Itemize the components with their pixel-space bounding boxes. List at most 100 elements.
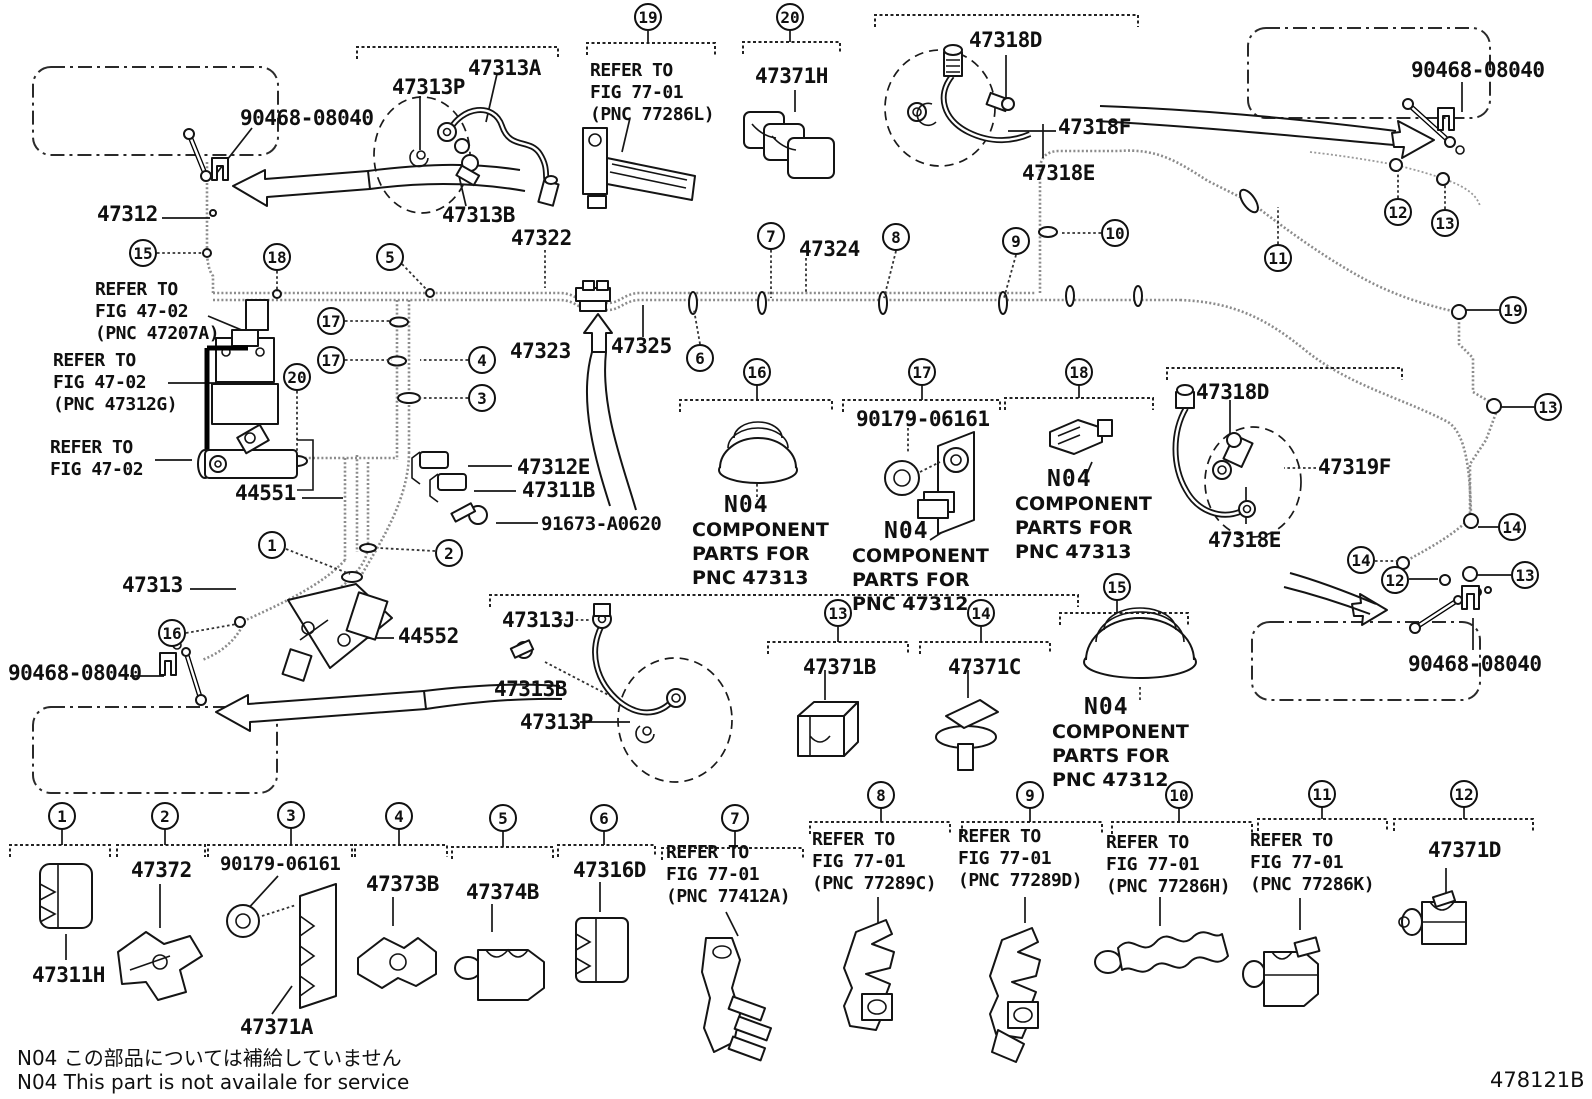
part-label-47311B-18: 47311B bbox=[522, 478, 595, 502]
callout-10-35[interactable]: 10 bbox=[1165, 781, 1193, 809]
part-sketch-pnc77289d bbox=[989, 927, 1041, 1063]
refer-fig77-01-pnc77289d-line-0: REFER TO bbox=[958, 826, 1041, 847]
refer-fig47-02-pnc47207a-line-1: FIG 47-02 bbox=[95, 301, 189, 322]
callout-14-31[interactable]: 14 bbox=[967, 599, 995, 627]
callout-17-13[interactable]: 17 bbox=[317, 346, 345, 374]
refer-fig47-02-pnc47312g-line-0: REFER TO bbox=[53, 350, 136, 371]
n04-component-pnc47312-b-line-1: COMPONENT bbox=[1052, 721, 1189, 743]
n04-component-pnc47313-a-line-2: PARTS FOR bbox=[692, 543, 810, 565]
callout-1-38[interactable]: 1 bbox=[48, 802, 76, 830]
callout-12-27[interactable]: 12 bbox=[1381, 566, 1409, 594]
refer-fig77-01-pnc77289d-line-2: (PNC 77289D) bbox=[958, 870, 1083, 891]
n04-component-pnc47313-a-line-1: COMPONENT bbox=[692, 519, 829, 541]
callout-11-9[interactable]: 11 bbox=[1264, 244, 1292, 272]
part-sketch-pnc77412a bbox=[701, 937, 773, 1062]
callout-17-12[interactable]: 17 bbox=[317, 307, 345, 335]
part-sketches bbox=[39, 44, 1480, 1063]
callout-16-29[interactable]: 16 bbox=[158, 619, 186, 647]
refer-fig77-01-pnc77286k-line-2: (PNC 77286K) bbox=[1250, 874, 1375, 895]
part-sketch-dome-16 bbox=[718, 421, 798, 484]
part-label-47324-11: 47324 bbox=[799, 237, 860, 261]
part-label-47371H-12: 47371H bbox=[755, 64, 828, 88]
callout-7-44[interactable]: 7 bbox=[721, 804, 749, 832]
callout-12-10[interactable]: 12 bbox=[1384, 198, 1412, 226]
part-sketch-47311h bbox=[39, 863, 93, 929]
callout-5-2[interactable]: 5 bbox=[376, 243, 404, 271]
arrow-left-bottom-icon bbox=[215, 690, 427, 732]
callout-20-4[interactable]: 20 bbox=[776, 3, 804, 31]
callout-13-28[interactable]: 13 bbox=[1511, 561, 1539, 589]
callout-19-3[interactable]: 19 bbox=[634, 3, 662, 31]
callout-9-34[interactable]: 9 bbox=[1016, 781, 1044, 809]
callout-6-17[interactable]: 6 bbox=[686, 344, 714, 372]
callout-6-43[interactable]: 6 bbox=[590, 804, 618, 832]
callout-15-32[interactable]: 15 bbox=[1103, 573, 1131, 601]
part-label-47371B-28: 47371B bbox=[803, 655, 876, 679]
part-label-47318E-23: 47318E bbox=[1208, 528, 1281, 552]
part-sketch-90468-top-right bbox=[1402, 98, 1465, 155]
part-label-44552-24: 44552 bbox=[398, 624, 459, 648]
part-sketch-dome-15 bbox=[1083, 607, 1197, 679]
callout-14-26[interactable]: 14 bbox=[1347, 546, 1375, 574]
part-label-90468-08040-4: 90468-08040 bbox=[8, 661, 142, 685]
refer-fig77-01-pnc77412a-line-2: (PNC 77412A) bbox=[666, 886, 791, 907]
refer-fig77-01-pnc77286k-line-0: REFER TO bbox=[1250, 830, 1333, 851]
callout-11-36[interactable]: 11 bbox=[1308, 780, 1336, 808]
callout-4-15[interactable]: 4 bbox=[468, 346, 496, 374]
callout-8-33[interactable]: 8 bbox=[867, 781, 895, 809]
callout-7-5[interactable]: 7 bbox=[757, 222, 785, 250]
part-sketch-pnc77286l bbox=[582, 127, 696, 209]
arrow-up-icon bbox=[583, 313, 613, 353]
callout-13-11[interactable]: 13 bbox=[1431, 209, 1459, 237]
callout-2-24[interactable]: 2 bbox=[435, 539, 463, 567]
part-label-90468-08040-30: 90468-08040 bbox=[1408, 652, 1542, 676]
part-label-47371A-34: 47371A bbox=[240, 1015, 313, 1039]
part-sketch-master-cylinder bbox=[197, 423, 314, 491]
n04-component-pnc47312-a-line-2: PARTS FOR bbox=[852, 569, 970, 591]
callout-2-39[interactable]: 2 bbox=[151, 802, 179, 830]
part-label-47373B-35: 47373B bbox=[366, 872, 439, 896]
callout-5-42[interactable]: 5 bbox=[489, 804, 517, 832]
refer-fig77-01-pnc77286l-line-0: REFER TO bbox=[590, 60, 673, 81]
part-label-47318F-14: 47318F bbox=[1058, 115, 1131, 139]
callout-1-23[interactable]: 1 bbox=[258, 531, 286, 559]
callout-20-14[interactable]: 20 bbox=[283, 363, 311, 391]
callout-18-20[interactable]: 18 bbox=[1065, 358, 1093, 386]
n04-component-pnc47313-a-line-0: N04 bbox=[724, 492, 769, 518]
part-label-47318E-15: 47318E bbox=[1022, 161, 1095, 185]
callout-13-22[interactable]: 13 bbox=[1534, 393, 1562, 421]
callout-18-1[interactable]: 18 bbox=[263, 243, 291, 271]
callout-19-21[interactable]: 19 bbox=[1499, 296, 1527, 324]
part-label-47374B-36: 47374B bbox=[466, 880, 539, 904]
callout-16-18[interactable]: 16 bbox=[743, 358, 771, 386]
callout-3-16[interactable]: 3 bbox=[468, 384, 496, 412]
n04-component-pnc47312-a-line-3: PNC 47312 bbox=[852, 593, 969, 615]
callout-10-8[interactable]: 10 bbox=[1101, 219, 1129, 247]
footer-note-en: N04 This part is not availale for servic… bbox=[17, 1070, 410, 1094]
refer-fig77-01-pnc77289d-line-1: FIG 77-01 bbox=[958, 848, 1052, 869]
callout-15-0[interactable]: 15 bbox=[129, 239, 157, 267]
refer-fig47-02-pnc47207a-line-0: REFER TO bbox=[95, 279, 178, 300]
n04-component-pnc47312-a-line-0: N04 bbox=[884, 518, 929, 544]
callout-17-19[interactable]: 17 bbox=[908, 358, 936, 386]
callout-14-25[interactable]: 14 bbox=[1498, 513, 1526, 541]
callout-3-40[interactable]: 3 bbox=[277, 801, 305, 829]
part-sketch-44552 bbox=[281, 583, 393, 682]
callout-9-7[interactable]: 9 bbox=[1002, 227, 1030, 255]
callout-13-30[interactable]: 13 bbox=[824, 599, 852, 627]
refer-fig77-01-pnc77286h-line-1: FIG 77-01 bbox=[1106, 854, 1200, 875]
callout-8-6[interactable]: 8 bbox=[882, 223, 910, 251]
callout-12-37[interactable]: 12 bbox=[1450, 780, 1478, 808]
part-label-47318D-21: 47318D bbox=[1196, 380, 1269, 404]
part-label-47323-9: 47323 bbox=[510, 339, 571, 363]
part-label-47313P-27: 47313P bbox=[520, 710, 593, 734]
part-label-47318D-13: 47318D bbox=[969, 28, 1042, 52]
callout-4-41[interactable]: 4 bbox=[385, 802, 413, 830]
part-sketch-abs-actuator bbox=[204, 299, 279, 455]
